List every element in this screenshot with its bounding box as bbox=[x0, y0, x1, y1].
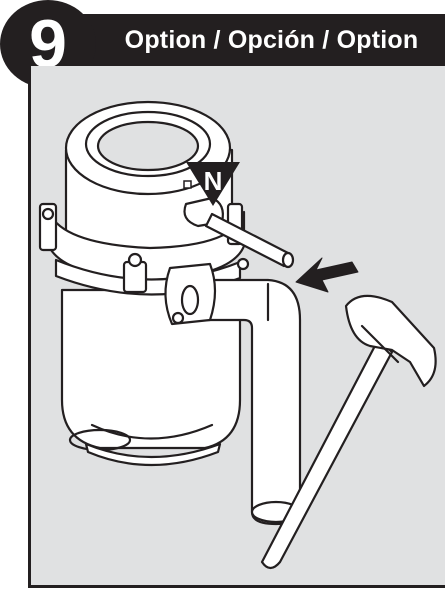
hammer-handle bbox=[260, 338, 394, 570]
bottom-ring bbox=[84, 442, 222, 467]
header-bar bbox=[60, 14, 445, 66]
hammer-head bbox=[344, 294, 437, 388]
section-title: Option / Opción / Option bbox=[124, 25, 419, 54]
callout-n-marker bbox=[186, 162, 240, 206]
insert-arrow bbox=[295, 257, 359, 293]
callout-n-label: N bbox=[204, 166, 223, 196]
discharge-elbow bbox=[188, 278, 302, 526]
